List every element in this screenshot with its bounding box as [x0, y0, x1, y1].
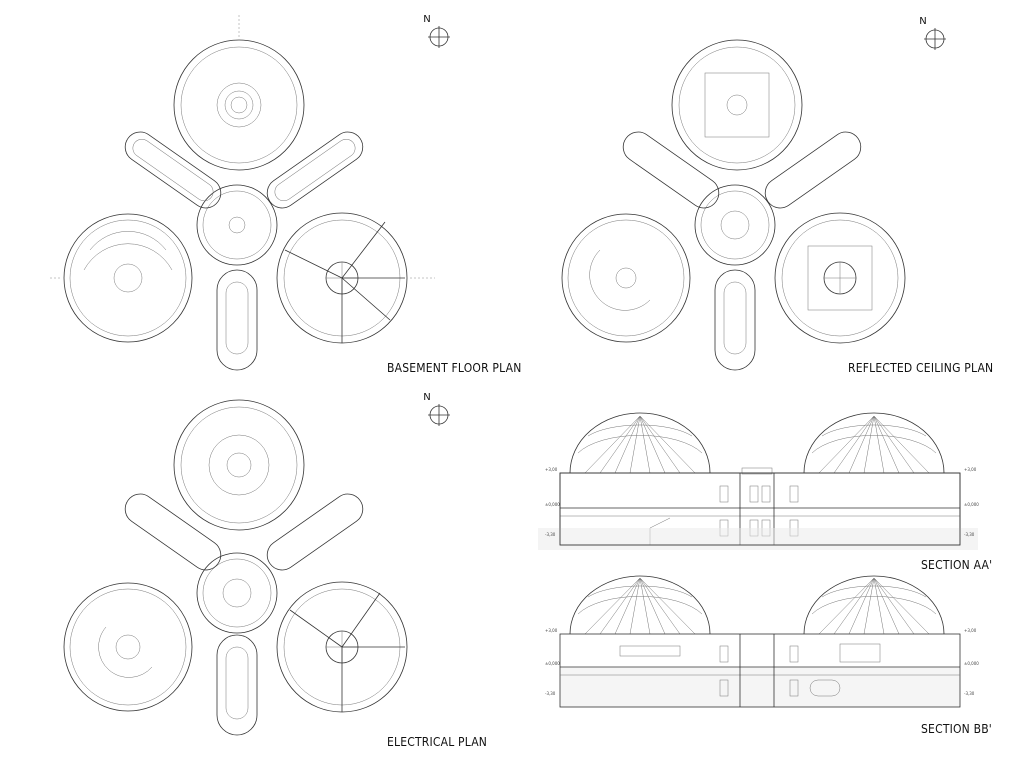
electrical-plan-title: ELECTRICAL PLAN — [387, 735, 488, 749]
level-top-right: +3,00 — [964, 467, 977, 472]
level-mid-right: ±0,000 — [964, 502, 979, 507]
level-top-right: +3,00 — [964, 628, 977, 633]
section-aa-title: SECTION AA' — [921, 558, 993, 572]
level-low-left: -3,30 — [545, 532, 556, 537]
north-label: N — [919, 16, 927, 27]
section-bb-drawing: +3,00 ±0,000 -3,30 +3,00 ±0,000 -3,30 — [545, 575, 979, 708]
ceiling-plan-drawing — [561, 39, 906, 371]
electrical-plan-drawing — [63, 399, 408, 736]
level-low-right: -3,30 — [964, 691, 975, 696]
reflected-ceiling-plan — [540, 10, 1020, 380]
level-top-left: +3,00 — [545, 628, 558, 633]
north-label: N — [423, 392, 431, 403]
level-top-left: +3,00 — [545, 467, 558, 472]
basement-floor-plan-title: BASEMENT FLOOR PLAN — [387, 361, 522, 375]
section-bb: +3,00 ±0,000 -3,30 +3,00 ±0,000 -3,30 — [540, 572, 980, 722]
north-arrow-basement: N — [415, 14, 450, 48]
reflected-ceiling-plan-title: REFLECTED CEILING PLAN — [848, 361, 994, 375]
level-mid-left: ±0,000 — [545, 661, 560, 666]
section-bb-title: SECTION BB' — [921, 722, 992, 736]
basement-floor-plan — [40, 10, 520, 380]
level-low-right: -3,30 — [964, 532, 975, 537]
north-label: N — [423, 14, 431, 25]
electrical-plan — [40, 385, 520, 755]
section-aa-drawing: +3,00 ±0,000 -3,30 +3,00 ±0,000 -3,30 — [538, 412, 979, 550]
north-arrow-electrical: N — [415, 392, 450, 426]
section-aa: +3,00 ±0,000 -3,30 +3,00 ±0,000 -3,30 — [538, 408, 980, 558]
level-low-left: -3,30 — [545, 691, 556, 696]
north-arrow-ceiling: N — [911, 16, 946, 50]
basement-plan-drawing — [50, 15, 435, 371]
level-mid-right: ±0,000 — [964, 661, 979, 666]
level-mid-left: ±0,000 — [545, 502, 560, 507]
